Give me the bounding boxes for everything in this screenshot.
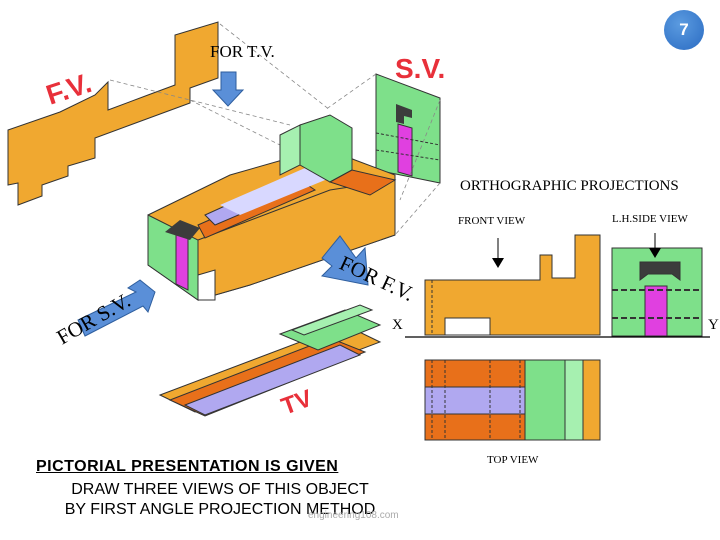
tv-pictorial-plane (158, 304, 382, 417)
slide-number-badge: 7 (664, 10, 704, 50)
instruction-line-2: BY FIRST ANGLE PROJECTION METHOD (64, 501, 376, 518)
sv-script-label: S.V. (395, 53, 445, 84)
fv-pointer-arrowhead (492, 258, 504, 268)
top-view-drawing (424, 359, 601, 441)
y-label: Y (708, 317, 719, 333)
pictorial-heading: PICTORIAL PRESENTATION IS GIVEN (36, 458, 339, 475)
watermark: engineering108.com (308, 510, 399, 521)
instruction-line-1: DRAW THREE VIEWS OF THIS OBJECT (71, 481, 369, 498)
projector-lines (109, 23, 441, 236)
top-view-label: TOP VIEW (487, 454, 539, 466)
tv-script-label: TV (278, 385, 316, 421)
for-tv-label: FOR T.V. (210, 42, 275, 61)
front-view-label: FRONT VIEW (458, 215, 526, 227)
isometric-object (147, 114, 397, 301)
lh-side-view-label: L.H.SIDE VIEW (612, 213, 688, 225)
orthographic-projections-heading: ORTHOGRAPHIC PROJECTIONS (460, 178, 679, 194)
fv-direction-arrow (320, 235, 369, 286)
side-view-drawing (611, 247, 703, 337)
x-label: X (392, 317, 403, 333)
fv-profile-shape (7, 21, 219, 206)
front-view-drawing (424, 234, 601, 336)
for-sv-label: FOR S.V. (53, 288, 135, 349)
sv-panel (375, 73, 441, 184)
tv-direction-arrow (211, 71, 245, 107)
sv-pointer-arrowhead (649, 248, 661, 258)
sv-direction-arrow (77, 279, 156, 337)
